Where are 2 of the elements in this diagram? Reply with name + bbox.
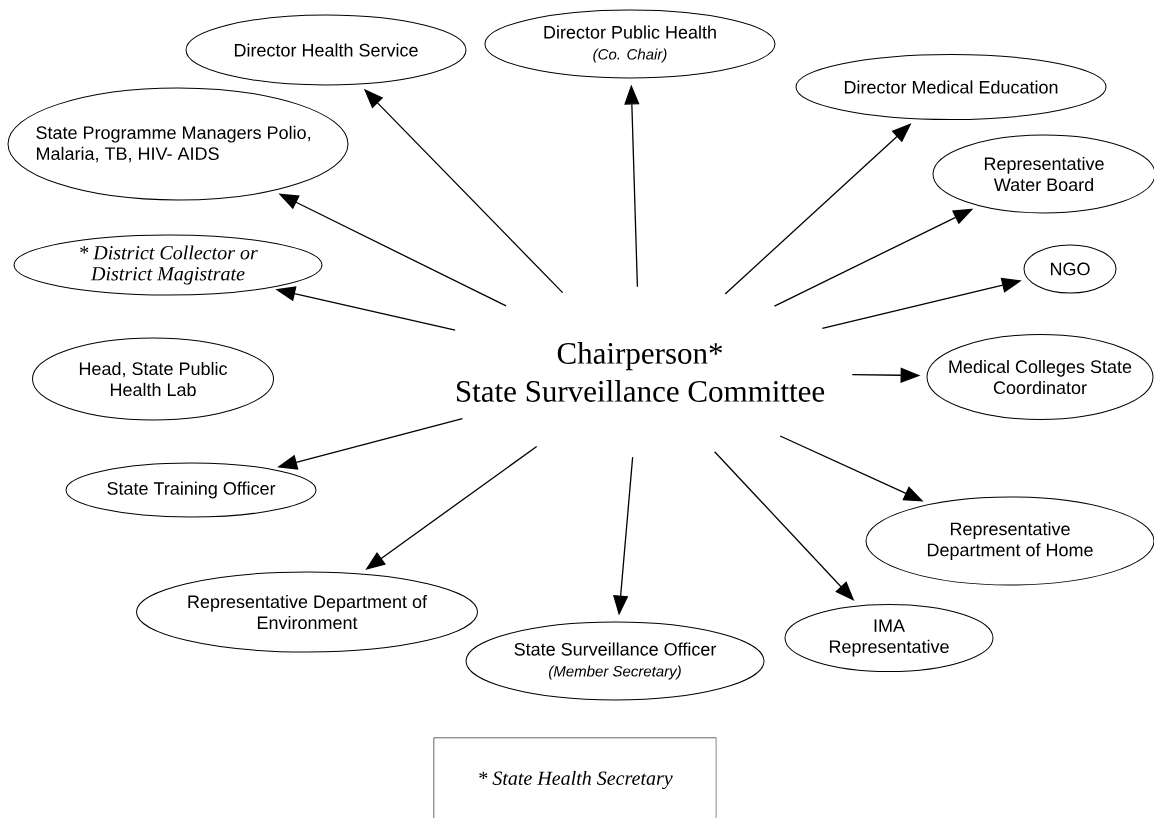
footnote-box: * State Health Secretary bbox=[433, 737, 717, 818]
title-text: Chairperson* State Surveillance Committee bbox=[457, 342, 825, 402]
